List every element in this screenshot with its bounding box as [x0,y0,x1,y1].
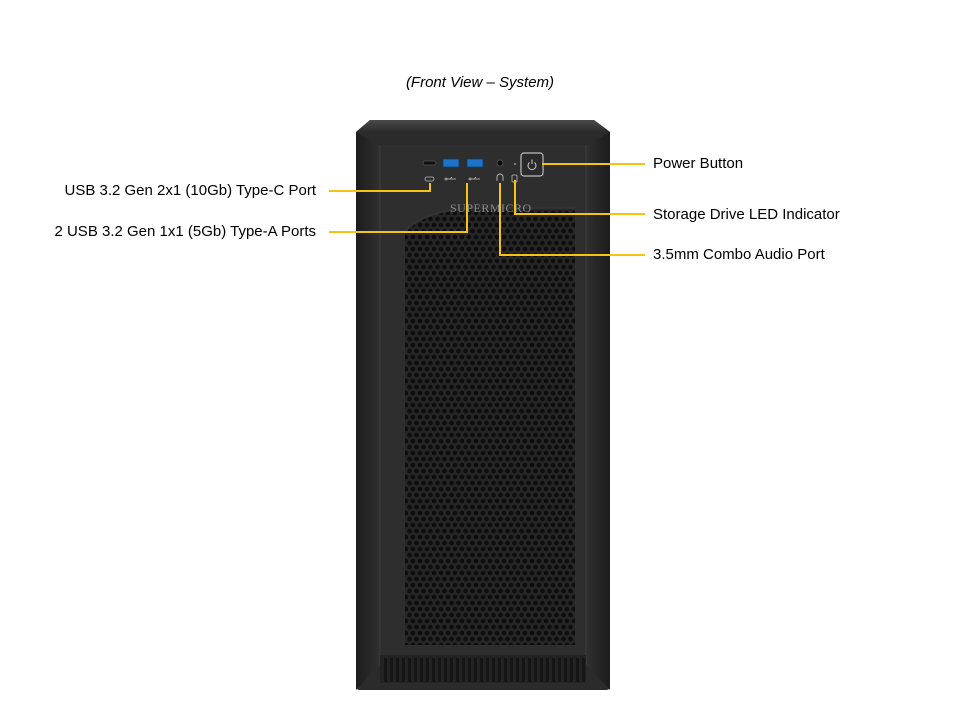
vent-rib [480,658,483,682]
callout-line-storage-led [514,180,645,215]
vent-rib [570,658,573,682]
vent-rib [414,658,417,682]
vent-rib [450,658,453,682]
callout-line-audio [499,183,645,256]
vent-rib [486,658,489,682]
usb-a-port-2[interactable] [466,158,484,168]
vent-rib [540,658,543,682]
vent-rib [534,658,537,682]
vent-rib [558,658,561,682]
vent-rib [510,658,513,682]
callout-usb-c: USB 3.2 Gen 2x1 (10Gb) Type-C Port [64,182,316,199]
callout-audio-port: 3.5mm Combo Audio Port [653,246,825,263]
power-button[interactable] [520,152,544,177]
vent-rib [402,658,405,682]
vent-rib [438,658,441,682]
front-mesh-grille [404,207,575,645]
vent-rib [432,658,435,682]
callout-line-usb-c [329,183,431,192]
figure-caption: (Front View – System) [405,74,555,91]
power-icon [527,159,537,171]
vent-rib [564,658,567,682]
usb-icon [444,176,480,181]
vent-rib [474,658,477,682]
usb-c-icon [424,176,435,182]
bottom-vent [380,655,586,683]
vent-rib [408,658,411,682]
vent-rib [528,658,531,682]
vent-rib [522,658,525,682]
vent-rib [492,658,495,682]
callout-power-button: Power Button [653,155,744,172]
usb-c-port[interactable] [422,160,437,166]
vent-rib [456,658,459,682]
front-io-panel [422,152,544,183]
vent-rib [504,658,507,682]
vent-rib [390,658,393,682]
vent-rib [582,658,585,682]
vent-rib [420,658,423,682]
vent-rib [444,658,447,682]
vent-rib [396,658,399,682]
callout-usb-a: 2 USB 3.2 Gen 1x1 (5Gb) Type-A Ports [54,223,316,240]
vent-rib [576,658,579,682]
headset-icon [496,173,504,181]
brand-logo: SUPERMICRO [450,201,532,215]
callout-storage-led: Storage Drive LED Indicator [653,206,840,223]
audio-jack[interactable] [496,159,504,167]
vent-rib [552,658,555,682]
callout-lines [329,163,645,256]
usb-a-port-1[interactable] [442,158,460,168]
vent-rib [516,658,519,682]
vent-rib [468,658,471,682]
vent-rib [546,658,549,682]
vent-rib [498,658,501,682]
vent-rib [426,658,429,682]
vent-rib [462,658,465,682]
callout-line-usb-a [329,183,468,233]
vent-rib [384,658,387,682]
storage-led [513,162,517,166]
